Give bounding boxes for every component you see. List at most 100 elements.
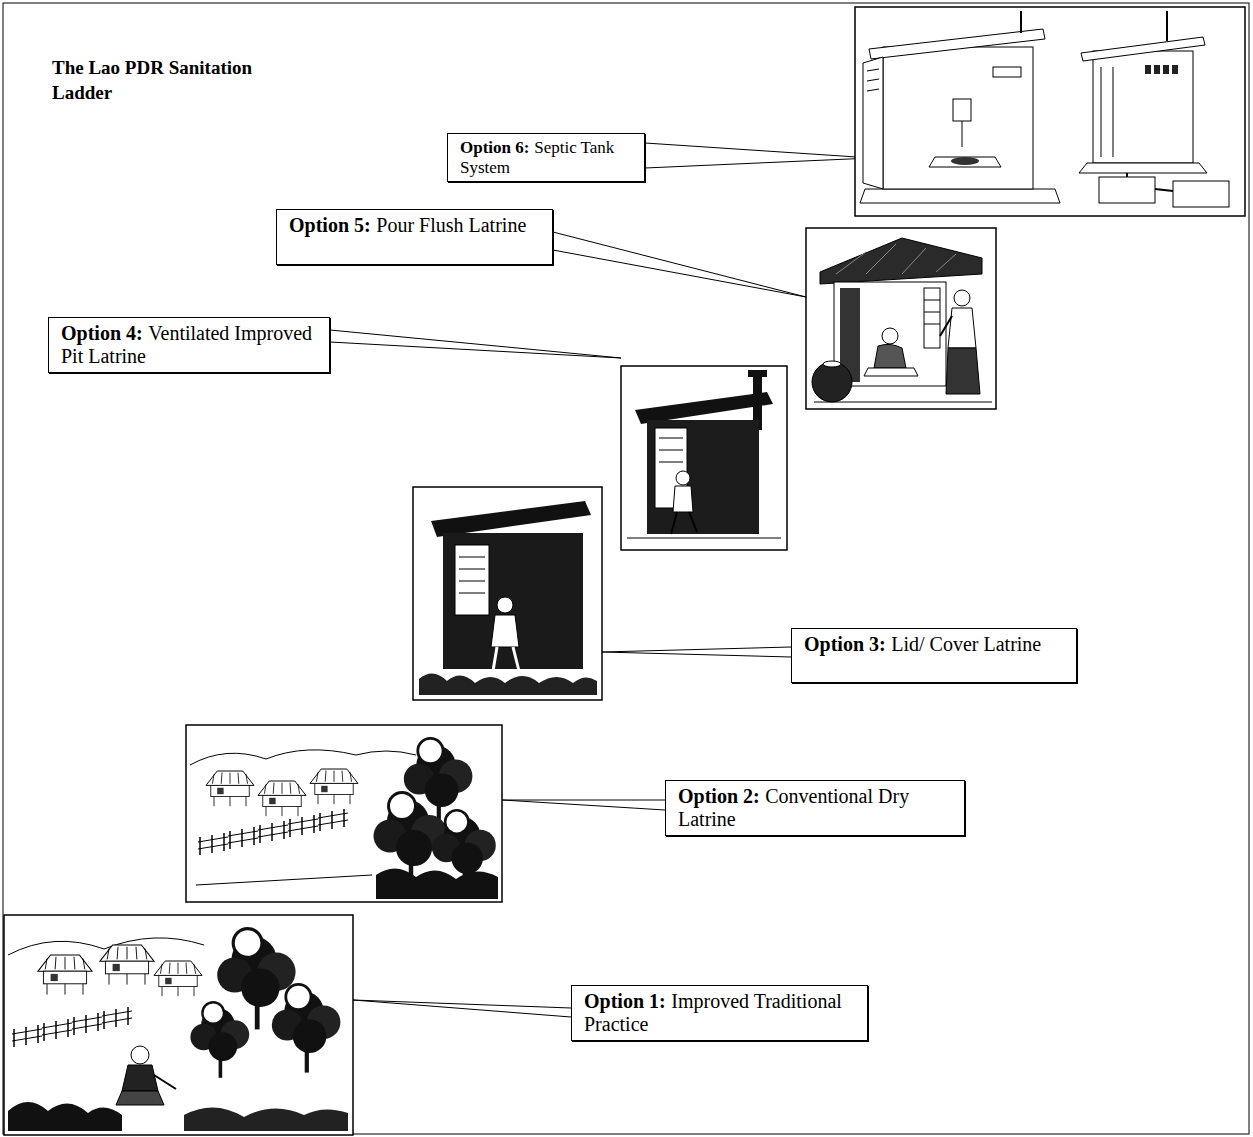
traditional-practice-picture-part [190,1002,249,1078]
septic-tank-picture-part [1079,163,1207,173]
dry-latrine-picture-part [228,827,258,849]
vip-latrine-picture-part [659,438,683,439]
septic-tank-picture-part [867,89,879,91]
dry-latrine-picture-part [310,769,358,804]
diagram-title: The Lao PDR Sanitation Ladder [52,56,287,105]
option-number: Option 3: [804,633,886,655]
traditional-practice-picture-part [154,961,202,996]
pour-flush-picture-part [954,290,970,306]
leader-line-part [353,1000,571,1017]
pour-flush-picture-part [946,348,980,394]
septic-tank-picture-part [1093,51,1193,163]
option-box: Option 2:Conventional Dry Latrine [665,780,965,836]
vip-latrine-picture-part [659,462,683,463]
dry-latrine-picture [186,725,502,902]
option-box: Option 4:Ventilated Improved Pit Latrine [48,317,330,373]
option-number: Option 4: [61,322,143,344]
vip-latrine-picture-part [671,512,677,534]
traditional-practice-picture-part [12,1025,42,1047]
lid-latrine-picture-part [459,581,485,582]
traditional-practice-picture [4,915,353,1135]
septic-tank-picture-part [929,157,1001,167]
lid-latrine-picture [413,487,602,700]
pour-flush-picture-part [814,402,992,403]
septic-tank-picture [855,7,1245,216]
vip-latrine-picture-part [659,450,683,451]
septic-tank-picture-part [1126,173,1128,177]
pour-flush-picture-part [924,300,940,301]
traditional-practice-picture-part [272,984,341,1072]
septic-tank-picture-part [953,99,971,121]
septic-tank-picture-part [1173,181,1229,207]
pour-flush-picture-part [812,362,852,402]
septic-tank-picture-part [993,67,1021,77]
dry-latrine-picture-part [318,809,348,831]
septic-tank-picture-part [1020,11,1022,33]
pour-flush-picture-part [836,252,866,274]
septic-tank-picture-part [951,157,979,165]
pour-flush-picture-part [902,248,926,274]
traditional-practice-picture-part [8,938,204,955]
option-number: Option 2: [678,785,760,807]
leader-line-part [502,800,665,810]
traditional-practice-picture-part [122,1065,158,1091]
lid-latrine-picture-part [459,557,485,558]
leader-line [330,143,872,1017]
vip-latrine-picture [621,366,787,550]
traditional-practice-picture-part [8,1102,122,1131]
lid-latrine-picture-part [431,501,591,537]
option-number: Option 1: [584,990,666,1012]
septic-tank-picture-part [869,29,1045,59]
vip-latrine-picture-part [621,366,787,550]
lid-latrine-picture-part [413,487,602,700]
dry-latrine-picture-part [258,781,306,816]
option-number: Option 5: [289,214,371,236]
dry-latrine-picture-part [376,868,498,899]
vip-latrine-picture-part [748,370,767,377]
septic-tank-picture-part [1172,65,1178,74]
option-box: Option 6:Septic Tank System [447,133,645,182]
septic-tank-picture-part [1099,177,1155,203]
septic-tank-picture-part [1101,67,1102,157]
dry-latrine-picture-part [288,815,318,837]
pour-flush-picture-part [924,312,940,313]
traditional-practice-picture-part [154,1075,176,1089]
leader-line-part [602,647,791,657]
traditional-practice-picture-part [100,945,154,985]
pour-flush-picture-part [924,288,940,348]
vip-latrine-picture-part [647,420,759,534]
option-box: Option 5:Pour Flush Latrine [276,209,553,265]
septic-tank-picture-part [962,121,963,147]
dry-latrine-picture-part [186,725,502,902]
pour-flush-picture-part [882,328,898,344]
septic-tank-picture-part [1145,65,1151,74]
septic-tank-picture-part [867,69,879,71]
traditional-practice-picture-part [72,1013,102,1035]
option-box: Option 1:Improved Traditional Practice [571,985,868,1041]
pour-flush-picture-part [940,316,952,336]
pour-flush-picture-part [864,368,918,376]
leader-line-part [330,330,621,358]
septic-tank-picture-part [855,7,1245,216]
traditional-practice-picture-part [184,1107,348,1131]
traditional-practice-picture-part [116,1091,164,1105]
septic-tank-picture-part [1166,11,1168,41]
vip-latrine-picture-part [676,471,690,485]
lid-latrine-picture-part [419,673,597,695]
dry-latrine-picture-part [258,821,288,843]
pour-flush-picture-part [834,282,946,386]
page-frame [3,3,1249,1134]
pour-flush-picture-part [823,361,841,367]
pour-flush-picture [806,228,996,409]
option-number: Option 6: [460,138,529,157]
traditional-practice-picture-part [38,955,92,995]
traditional-practice-picture-part [131,1046,149,1064]
lid-latrine-picture-part [493,647,497,671]
lid-latrine-picture-part [497,597,513,613]
lid-latrine-picture-part [513,647,519,671]
lid-latrine-picture-part [459,569,485,570]
pour-flush-picture-part [866,244,896,274]
septic-tank-picture-part [1081,37,1205,61]
vip-latrine-picture-part [673,486,693,512]
option-box: Option 3:Lid/ Cover Latrine [791,628,1077,683]
